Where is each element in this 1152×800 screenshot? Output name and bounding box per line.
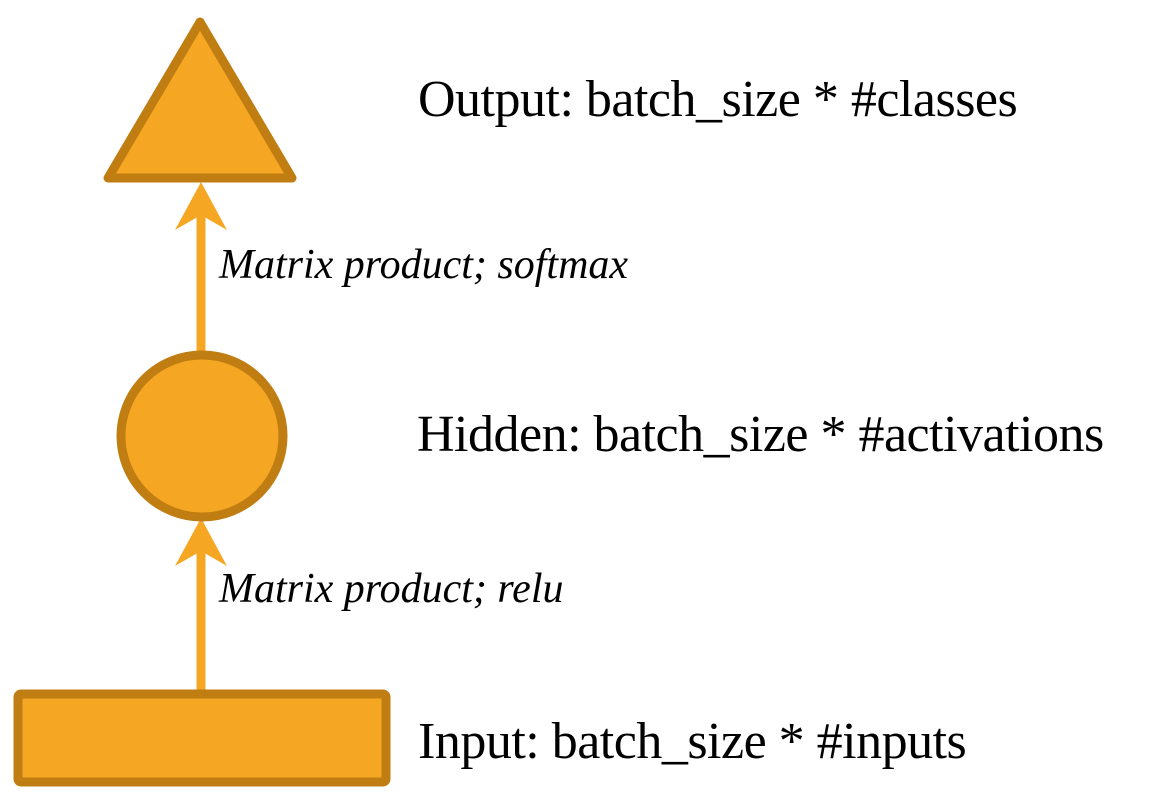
node-hidden-circle[interactable] bbox=[116, 350, 288, 522]
node-label-output: Output: batch_size * #classes bbox=[418, 71, 1018, 128]
node-output-triangle[interactable] bbox=[103, 17, 297, 183]
arrow-hidden-to-output bbox=[175, 182, 227, 352]
arrow-head-hidden-to-output bbox=[175, 182, 227, 230]
node-label-hidden: Hidden: batch_size * #activations bbox=[417, 406, 1104, 463]
edge-label-input-to-hidden: Matrix product; relu bbox=[219, 566, 564, 612]
arrow-head-input-to-hidden bbox=[175, 518, 227, 566]
arrow-input-to-hidden bbox=[175, 518, 227, 690]
edge-label-hidden-to-output: Matrix product; softmax bbox=[219, 242, 629, 288]
node-input-rectangle[interactable] bbox=[13, 689, 391, 787]
node-label-input: Input: batch_size * #inputs bbox=[418, 713, 967, 770]
